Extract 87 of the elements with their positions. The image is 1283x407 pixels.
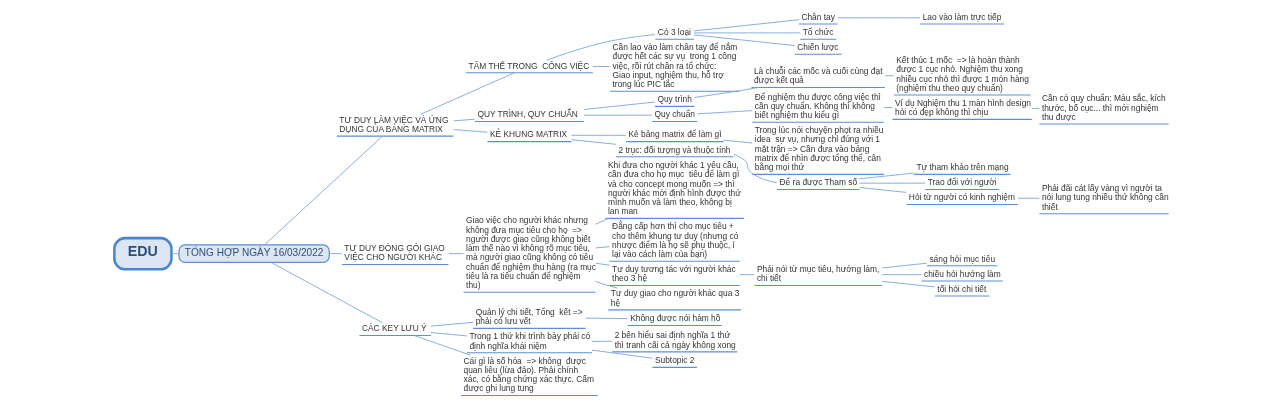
- connector: [858, 172, 915, 180]
- node-text: Subtopic 2: [654, 355, 695, 366]
- node-box: TỔNG HỢP NGÀY 16/03/2022: [178, 244, 330, 264]
- node-text: Kẻ bảng matrix để làm gì: [628, 129, 722, 140]
- node-text: Quy trình: [657, 94, 692, 105]
- connector: [595, 218, 609, 225]
- connector: [430, 332, 468, 337]
- connector: [693, 32, 801, 34]
- connector: [693, 19, 800, 32]
- connector: [448, 253, 464, 255]
- connector: [585, 317, 628, 320]
- node-text: Lao vào làm trực tiếp: [922, 11, 1002, 22]
- node-text: KẺ KHUNG MATRIX: [489, 129, 568, 140]
- node-text: Quy chuẩn: [654, 109, 696, 120]
- node-text: sáng hỏi mục tiêu: [929, 253, 996, 264]
- node-text: tối hỏi chi tiết: [937, 283, 987, 294]
- node-text: Để nghiệm thu được công việc thì cần quy chuẩn. Không thì không biết nghiệm thu kiểu gì: [754, 91, 881, 121]
- connector: [453, 118, 476, 122]
- node-text: TƯ DUY LÀM VIỆC VÀ ỨNG DỤNG CỦA BẢNG MATRIX: [339, 114, 449, 134]
- node-text: Để ra được Tham số: [779, 177, 858, 188]
- connector: [883, 107, 893, 109]
- connector: [591, 349, 653, 359]
- node-text: Có 3 loại: [657, 26, 691, 37]
- node-text: TƯ DUY ĐÓNG GÓI GIAO VIỆC CHO NGƯỜI KHÁC: [344, 243, 445, 263]
- connector: [171, 253, 180, 255]
- connector: [546, 34, 656, 61]
- node-text: Tổ chức: [802, 26, 834, 37]
- node-text: Tư duy tương tác với người khác theo 3 hệ: [612, 264, 736, 284]
- node-text: Giao việc cho người khác nhưng không đưa mục tiêu cho họ => người được giao cũng không biết làm thế nào vì không rõ mục tiêu, mà người giao cũng không có tiêu chuẩn để nghiệm thu hàng (ra mục tiêu là ra tiêu chuẩn để nghiệm thu): [466, 215, 596, 291]
- connector: [583, 114, 653, 116]
- connector: [264, 135, 383, 246]
- node-text: Ví dụ Nghiệm thu 1 màn hình design hỏi có đẹp không thì chịu: [895, 97, 1031, 118]
- node-text: Trao đổi với người: [927, 177, 997, 188]
- connector: [858, 186, 907, 193]
- node-text: Kết thúc 1 mốc => là hoàn thành được 1 cục nhỏ. Nghiệm thu xong nhiều cục nhỏ thì được 1 món hàng (nghiệm thu theo quy chuẩn): [896, 55, 1029, 93]
- node-text: Trong lúc nói chuyện phọt ra nhiều idea sự vụ, nhưng chỉ đúng với 1 mặt trận => Cần đưa vào bảng matrix để nhìn được tổng thể, cân bằng mọi thứ: [754, 125, 884, 173]
- node-text: Không được nói hàm hồ: [630, 313, 721, 324]
- connector: [693, 34, 796, 47]
- connector: [591, 340, 613, 342]
- node-text: Trong 1 thứ khi trình bày phải có định nghĩa khái niệm: [469, 331, 591, 351]
- connector: [1031, 108, 1040, 109]
- connector: [430, 321, 474, 327]
- node-text: Cần lao vào làm chân tay để nắm được hết các sự vụ trong 1 công việc, rồi rút chân ra tổ chức: Giao input, nghiệm thu, hỗ trợ trong lúc PIC tắc: [612, 42, 738, 90]
- connector: [570, 139, 617, 145]
- connector: [592, 66, 611, 67]
- node-text: Phải nói từ mục tiêu, hướng làm, chi tiết: [756, 264, 880, 284]
- connector: [881, 262, 928, 269]
- node-text: Tư duy giao cho người khác qua 3 hệ: [610, 288, 740, 308]
- node-text: Tự tham khảo trên mạng: [916, 162, 1009, 173]
- node-text: Đẳng cấp hơn thì cho mục tiêu + cho thêm khung tư duy (nhưng có nhược điểm là họ sẽ phụ thuộc, ỉ lại vào cách làm của bạn): [612, 221, 739, 260]
- connector: [453, 129, 488, 133]
- node-text: Cái gì là số hóa => không được quan liêu (lừa đảo). Phải chính xác, có bằng chứng xác thực. Cấm được ghi lung tung: [463, 355, 594, 394]
- connector: [420, 72, 515, 115]
- node-box: EDU: [113, 236, 173, 271]
- node-text: Quản lý chi tiết, Tổng kết => phải có lưu vết: [475, 306, 583, 327]
- connector: [570, 134, 627, 136]
- connector: [723, 139, 753, 144]
- connector: [739, 274, 755, 276]
- connector: [693, 87, 759, 98]
- node-text: Là chuỗi các mốc và cuối cùng đạt được kết quả: [753, 66, 883, 86]
- node-text: 2 trục: đối tượng và thuộc tính: [618, 144, 731, 155]
- node-text: Hỏi từ người có kinh nghiệm: [908, 192, 1015, 203]
- node-text: Chiến lược: [797, 42, 839, 53]
- connector: [733, 153, 778, 184]
- node-text: QUY TRÌNH, QUY CHUẨN: [477, 109, 578, 120]
- connector: [270, 262, 384, 324]
- node-text: Khi đưa cho người khác 1 yêu cầu, cần đưa cho họ mục tiêu để làm gì và cho concept mong muốn => thì người khác mới định hình được thứ mình muốn và làm theo, không bị lan man: [607, 160, 741, 217]
- node-text: 2 bên hiểu sai định nghĩa 1 thứ thì tranh cãi cả ngày không xong: [614, 330, 736, 350]
- connector: [1017, 197, 1040, 199]
- connector: [595, 262, 610, 266]
- node-text: Cần có quy chuẩn: Màu sắc, kích thước, bố cục... thì mới nghiệm thu được: [1041, 93, 1166, 122]
- connector: [595, 246, 610, 249]
- connector: [881, 280, 936, 288]
- connector: [413, 335, 471, 356]
- connector: [837, 17, 921, 19]
- node-text: chiều hỏi hướng làm: [923, 268, 1001, 279]
- connector: [881, 274, 922, 276]
- connector: [696, 110, 753, 115]
- node-text: CÁC KEY LƯU Ý: [361, 323, 427, 334]
- connector: [329, 253, 343, 255]
- connector: [595, 281, 618, 289]
- node-text: TÂM THẾ TRONG CÔNG VIỆC: [468, 60, 590, 71]
- connector: [884, 75, 895, 77]
- connector: [583, 101, 656, 110]
- node-text: Phải đãi cát lấy vàng vì người ta nói lung tung nhiều thứ không cần thiết: [1041, 183, 1169, 212]
- connector: [858, 182, 926, 184]
- node-text: Chân tay: [801, 11, 835, 22]
